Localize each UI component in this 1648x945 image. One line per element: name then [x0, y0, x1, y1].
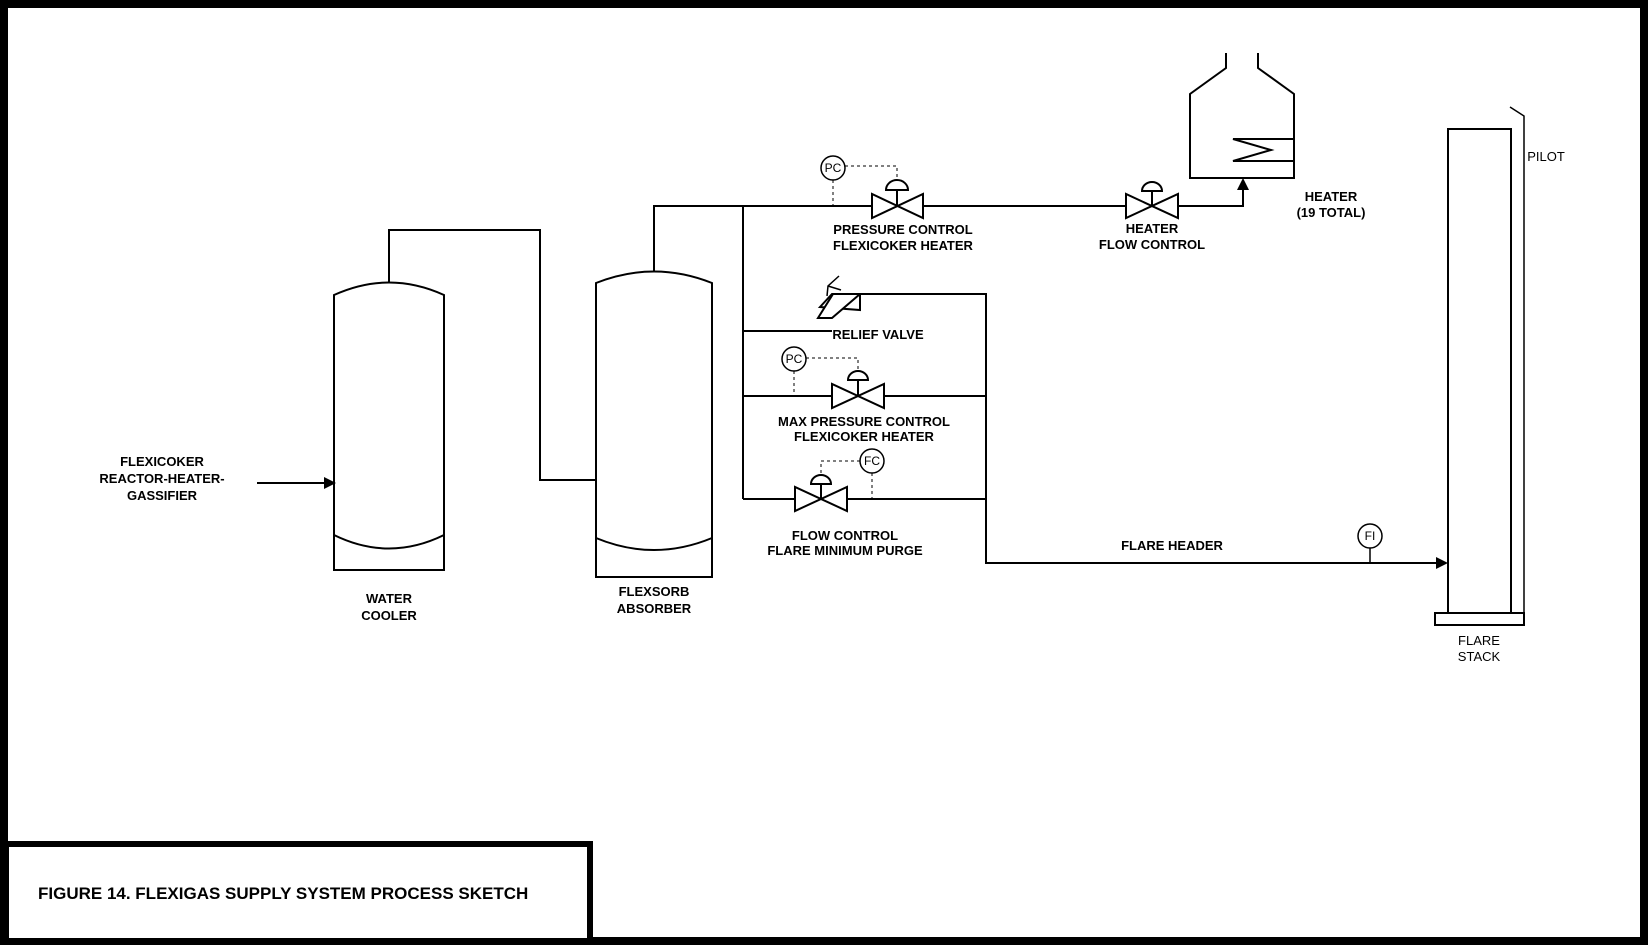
svg-text:(19 TOTAL): (19 TOTAL) [1297, 205, 1366, 220]
max-pressure-control-label: MAX PRESSURE CONTROL FLEXICOKER HEATER [778, 414, 950, 444]
relief-valve-label: RELIEF VALVE [832, 327, 924, 342]
feed-label: FLEXICOKER REACTOR-HEATER- GASSIFIER [99, 454, 224, 503]
svg-text:FLEXICOKER: FLEXICOKER [120, 454, 204, 469]
title-block [3, 841, 593, 944]
cooler-to-absorber-pipe [388, 229, 596, 481]
heater-flow-control-valve [1125, 181, 1179, 220]
svg-text:FLEXSORB: FLEXSORB [619, 584, 690, 599]
flow-control-valve [794, 474, 848, 513]
flare-stack [1434, 106, 1525, 626]
heater-inlet-pipe [1178, 186, 1244, 207]
heater-flow-control-label: HEATER FLOW CONTROL [1099, 221, 1205, 252]
absorber-outlet-pipe [653, 205, 743, 271]
svg-text:GASSIFIER: GASSIFIER [127, 488, 198, 503]
svg-text:PRESSURE CONTROL: PRESSURE CONTROL [833, 222, 972, 237]
svg-text:FLARE MINIMUM PURGE: FLARE MINIMUM PURGE [767, 543, 923, 558]
flare-header-label: FLARE HEADER [1121, 538, 1223, 553]
svg-text:REACTOR-HEATER-: REACTOR-HEATER- [99, 471, 224, 486]
feed-arrow [324, 477, 336, 489]
water-cooler-label: WATER COOLER [361, 591, 417, 623]
svg-text:FLOW CONTROL: FLOW CONTROL [792, 528, 898, 543]
fc-signal [820, 460, 860, 474]
figure-title: FIGURE 14. FLEXIGAS SUPPLY SYSTEM PROCES… [38, 884, 528, 903]
pc-mid-signal [806, 357, 859, 370]
svg-text:FLEXICOKER HEATER: FLEXICOKER HEATER [794, 429, 934, 444]
flare-stack-label: FLARE STACK [1458, 633, 1501, 664]
flexsorb-absorber-label: FLEXSORB ABSORBER [617, 584, 692, 616]
svg-text:FLEXICOKER HEATER: FLEXICOKER HEATER [833, 238, 973, 253]
max-pressure-control-valve [831, 370, 885, 410]
svg-text:STACK: STACK [1458, 649, 1501, 664]
fc-tag: FC [864, 454, 880, 468]
relief-valve [816, 275, 863, 319]
flow-control-label: FLOW CONTROL FLARE MINIMUM PURGE [767, 528, 923, 558]
svg-text:COOLER: COOLER [361, 608, 417, 623]
svg-text:FLARE: FLARE [1458, 633, 1500, 648]
pressure-control-label: PRESSURE CONTROL FLEXICOKER HEATER [833, 222, 973, 253]
fi-tag: FI [1365, 529, 1376, 543]
flare-header-pipe [985, 499, 1440, 564]
svg-text:HEATER: HEATER [1126, 221, 1179, 236]
pc-mid-tag: PC [786, 352, 803, 366]
pc-top-signal [845, 165, 898, 180]
heater-inlet-arrow [1237, 178, 1249, 190]
pressure-control-valve [871, 179, 924, 220]
svg-text:FLOW CONTROL: FLOW CONTROL [1099, 237, 1205, 252]
pilot-label: PILOT [1527, 149, 1565, 164]
flare-header-arrow [1436, 557, 1448, 569]
pc-top-tag: PC [825, 161, 842, 175]
flexsorb-absorber-vessel [595, 270, 713, 578]
svg-text:ABSORBER: ABSORBER [617, 601, 692, 616]
water-cooler-vessel [333, 281, 445, 571]
svg-text:MAX PRESSURE CONTROL: MAX PRESSURE CONTROL [778, 414, 950, 429]
svg-text:HEATER: HEATER [1305, 189, 1358, 204]
heater-box [1189, 53, 1295, 179]
heater-label: HEATER (19 TOTAL) [1297, 189, 1366, 220]
relief-outlet-pipe [860, 293, 987, 499]
svg-text:WATER: WATER [366, 591, 413, 606]
